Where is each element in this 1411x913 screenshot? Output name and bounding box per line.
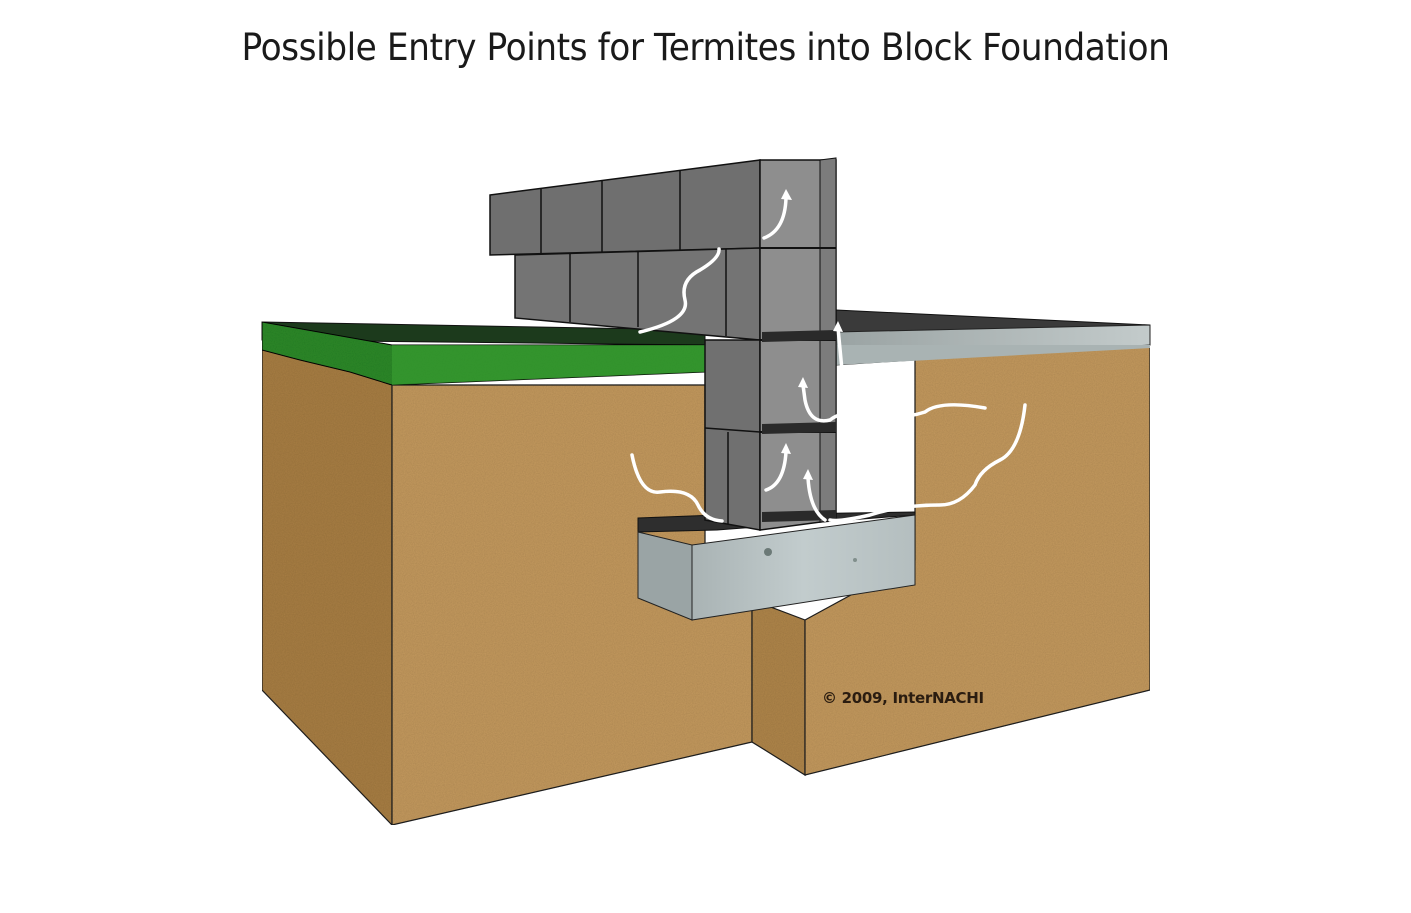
- grass-topsoil: [261, 321, 706, 386]
- arrowhead-icon: [803, 469, 813, 480]
- arrow-soil-right: [828, 403, 1027, 523]
- arrowhead-icon: [781, 189, 792, 200]
- arrow-wall-joint: [638, 247, 721, 334]
- arrow-core-bottom: [764, 450, 788, 492]
- arrowhead-icon: [781, 443, 791, 454]
- arrowheads: [781, 189, 843, 480]
- arrow-soil-left: [630, 453, 724, 523]
- diagram-title: Possible Entry Points for Termites into …: [241, 26, 1170, 69]
- termite-path-arrows: [630, 196, 1027, 523]
- arrow-footing-joint: [806, 476, 827, 522]
- arrowhead-icon: [798, 377, 808, 388]
- arrow-slab-joint: [836, 326, 882, 393]
- arrowhead-icon: [833, 321, 843, 332]
- arrow-mid-core: [801, 383, 987, 423]
- copyright-notice: © 2009, InterNACHI: [822, 689, 984, 707]
- concrete-block-wall: [489, 157, 837, 531]
- concrete-slab: [835, 309, 1151, 366]
- arrow-top-core: [762, 196, 788, 240]
